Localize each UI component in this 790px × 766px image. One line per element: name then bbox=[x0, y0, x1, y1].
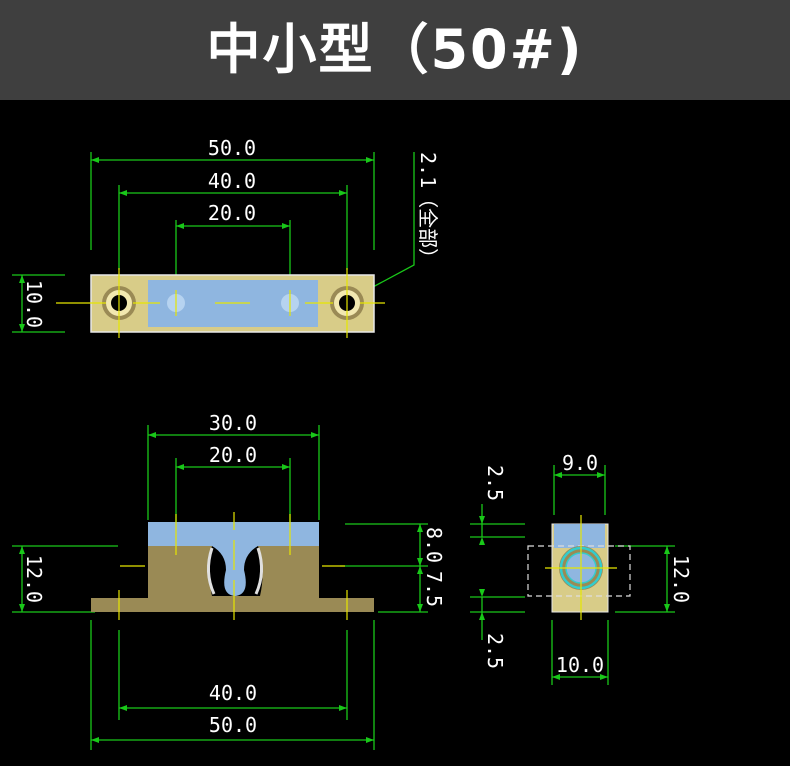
top-dim-inner-spacing: 20.0 bbox=[208, 201, 256, 225]
front-view: 30.0 20.0 12.0 8.0 7.5 40.0 50.0 bbox=[12, 411, 446, 750]
top-dim-height: 10.0 bbox=[22, 280, 46, 328]
page-title: 中小型（50#) bbox=[206, 18, 584, 81]
front-dim-right-bottom: 7.5 bbox=[422, 571, 446, 607]
front-dim-right-top: 8.0 bbox=[422, 527, 446, 563]
technical-drawing: 50.0 40.0 20.0 10.0 2.1（全部） bbox=[12, 136, 693, 750]
top-view: 50.0 40.0 20.0 10.0 2.1（全部） bbox=[12, 136, 440, 338]
side-dim-left-top: 2.5 bbox=[483, 465, 507, 501]
front-dim-total-length: 50.0 bbox=[209, 713, 257, 737]
front-dim-height: 12.0 bbox=[22, 555, 46, 603]
front-dim-slider-length: 30.0 bbox=[209, 411, 257, 435]
top-dim-total-length: 50.0 bbox=[208, 136, 256, 160]
front-dim-slider-inner: 20.0 bbox=[209, 443, 257, 467]
side-dim-bottom-width: 10.0 bbox=[556, 653, 604, 677]
front-dim-hole-spacing: 40.0 bbox=[209, 681, 257, 705]
side-view: 9.0 10.0 2.5 2.5 12.0 bbox=[470, 451, 693, 685]
top-dim-hole-note: 2.1（全部） bbox=[416, 152, 440, 268]
top-dim-hole-spacing: 40.0 bbox=[208, 169, 256, 193]
side-dim-right-height: 12.0 bbox=[669, 555, 693, 603]
side-dim-left-bottom: 2.5 bbox=[483, 633, 507, 669]
header-bar bbox=[0, 0, 790, 100]
side-dim-top-width: 9.0 bbox=[562, 451, 598, 475]
